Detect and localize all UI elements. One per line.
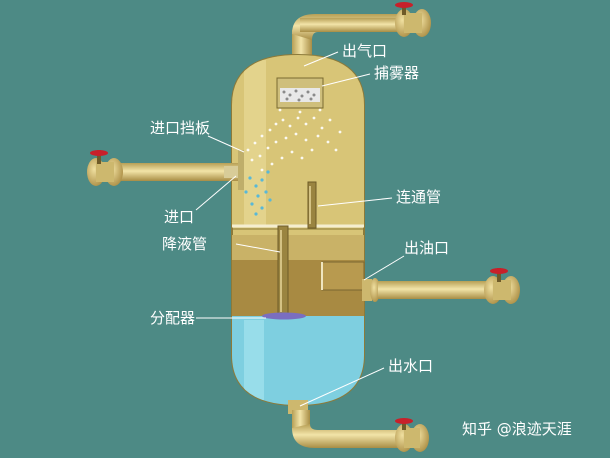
label-distributor: 分配器 [150,309,195,327]
valve-handle-icon [395,418,413,424]
oil-outlet-pipe [362,268,520,304]
label-mist-eliminator: 捕雾器 [374,64,419,82]
label-inlet-baffle: 进口挡板 [150,119,210,137]
inlet-spray [238,108,342,216]
label-water-outlet: 出水口 [388,357,433,375]
inlet-pipe [87,150,240,186]
watermark: 知乎 @浪迹天涯 [462,420,572,438]
label-inlet: 进口 [164,208,194,226]
label-connecting-pipe: 连通管 [396,188,441,206]
connecting-pipe [307,181,317,229]
mist-eliminator [276,77,324,109]
gas-outlet-pipe [292,2,431,62]
valve-handle-icon [90,150,108,156]
downcomer-pipe [277,225,289,317]
valve-handle-icon [490,268,508,274]
leader-lines [195,51,405,407]
distributor-plate [262,312,306,320]
label-gas-outlet: 出气口 [342,42,387,60]
label-oil-outlet: 出油口 [404,239,449,257]
water-outlet-pipe [288,400,429,452]
valve-handle-icon [395,2,413,8]
label-downcomer: 降液管 [162,235,207,253]
